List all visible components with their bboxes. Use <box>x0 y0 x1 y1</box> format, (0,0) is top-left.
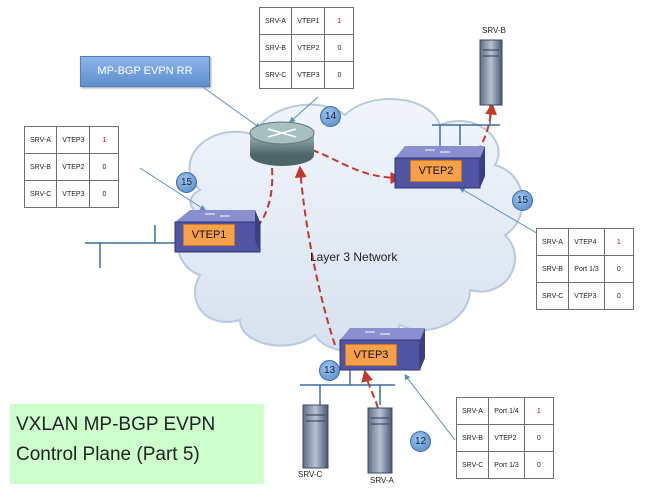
server-a-label: SRV-A <box>370 476 394 485</box>
table-cell: 1 <box>523 397 554 425</box>
table-row: SRV-B VTEP2 0 <box>258 34 355 62</box>
table-cell: SRV-B <box>455 424 490 452</box>
table-cell: 0 <box>324 34 355 62</box>
rr-callout: MP-BGP EVPN RR <box>80 56 210 87</box>
table-cell: SRV-A <box>535 228 570 256</box>
network-label: Layer 3 Network <box>310 250 398 264</box>
path-srva-to-vtep3 <box>361 369 379 409</box>
path-rr-to-vtep2 <box>311 149 403 184</box>
table-cell: 0 <box>89 153 120 181</box>
vtep2-label: VTEP2 <box>410 160 462 182</box>
table-cell: 1 <box>603 228 634 256</box>
mac-table-top: SRV-A VTEP1 1 SRV-B VTEP2 0 SRV-C VTEP3 … <box>258 7 355 89</box>
table-cell: VTEP3 <box>291 61 326 89</box>
table-cell: VTEP3 <box>56 126 91 154</box>
vtep1-label: VTEP1 <box>183 224 235 246</box>
table-row: SRV-A VTEP3 1 <box>23 126 120 154</box>
table-row: SRV-C VTEP3 0 <box>23 180 120 208</box>
table-cell: 0 <box>324 61 355 89</box>
table-cell: SRV-A <box>23 126 58 154</box>
table-cell: VTEP2 <box>488 424 525 452</box>
table-cell: 1 <box>89 126 120 154</box>
table-cell: VTEP1 <box>291 7 326 35</box>
table-row: SRV-A Port 1/4 1 <box>455 397 554 425</box>
mac-table-left: SRV-A VTEP3 1 SRV-B VTEP2 0 SRV-C VTEP3 … <box>23 126 120 208</box>
step-12-marker: 12 <box>410 431 431 452</box>
server-a-icon <box>367 407 393 474</box>
table-cell: SRV-B <box>23 153 58 181</box>
table-row: SRV-B Port 1/3 0 <box>535 255 634 283</box>
step-13-marker: 13 <box>319 360 340 381</box>
table-row: SRV-B VTEP2 0 <box>455 424 554 452</box>
title-line-2: Control Plane (Part 5) <box>16 444 200 465</box>
table-cell: SRV-B <box>258 34 293 62</box>
table-cell: VTEP2 <box>56 153 91 181</box>
table-row: SRV-A VTEP4 1 <box>535 228 634 256</box>
mac-table-right: SRV-A VTEP4 1 SRV-B Port 1/3 0 SRV-C VTE… <box>535 228 634 310</box>
table-cell: SRV-C <box>258 61 293 89</box>
table-cell: SRV-A <box>455 397 490 425</box>
mac-table-bottom: SRV-A Port 1/4 1 SRV-B VTEP2 0 SRV-C Por… <box>455 397 554 479</box>
path-vtep3-to-rr <box>294 165 336 346</box>
table-row: SRV-C VTEP3 0 <box>258 61 355 89</box>
table-cell: VTEP4 <box>568 228 605 256</box>
server-c-label: SRV-C <box>298 470 323 479</box>
callout-leaders <box>139 84 541 441</box>
table-cell: Port 1/3 <box>568 255 605 283</box>
table-cell: SRV-C <box>23 180 58 208</box>
table-cell: VTEP2 <box>291 34 326 62</box>
route-reflector-router <box>249 121 315 166</box>
table-cell: SRV-A <box>258 7 293 35</box>
table-row: SRV-B VTEP2 0 <box>23 153 120 181</box>
step-14-marker: 14 <box>320 106 341 127</box>
table-cell: 0 <box>603 255 634 283</box>
vtep3-label: VTEP3 <box>345 344 397 366</box>
table-cell: SRV-C <box>455 451 490 479</box>
server-c-icon <box>302 404 329 469</box>
table-cell: 0 <box>523 424 554 452</box>
diagram-title: VXLAN MP-BGP EVPN Control Plane (Part 5) <box>10 404 264 484</box>
table-cell: VTEP3 <box>568 282 605 310</box>
table-cell: 1 <box>324 7 355 35</box>
server-b-label: SRV-B <box>482 26 506 35</box>
server-b-icon <box>479 39 503 106</box>
title-line-1: VXLAN MP-BGP EVPN <box>16 414 216 435</box>
table-cell: 0 <box>603 282 634 310</box>
table-cell: Port 1/4 <box>488 397 525 425</box>
table-row: SRV-C Port 1/3 0 <box>455 451 554 479</box>
table-cell: SRV-C <box>535 282 570 310</box>
table-row: SRV-A VTEP1 1 <box>258 7 355 35</box>
step-15-marker-right: 15 <box>512 190 533 211</box>
table-cell: SRV-B <box>535 255 570 283</box>
table-cell: 0 <box>89 180 120 208</box>
table-cell: 0 <box>523 451 554 479</box>
step-15-marker-left: 15 <box>176 172 197 193</box>
table-row: SRV-C VTEP3 0 <box>535 282 634 310</box>
table-cell: VTEP3 <box>56 180 91 208</box>
table-cell: Port 1/3 <box>488 451 525 479</box>
